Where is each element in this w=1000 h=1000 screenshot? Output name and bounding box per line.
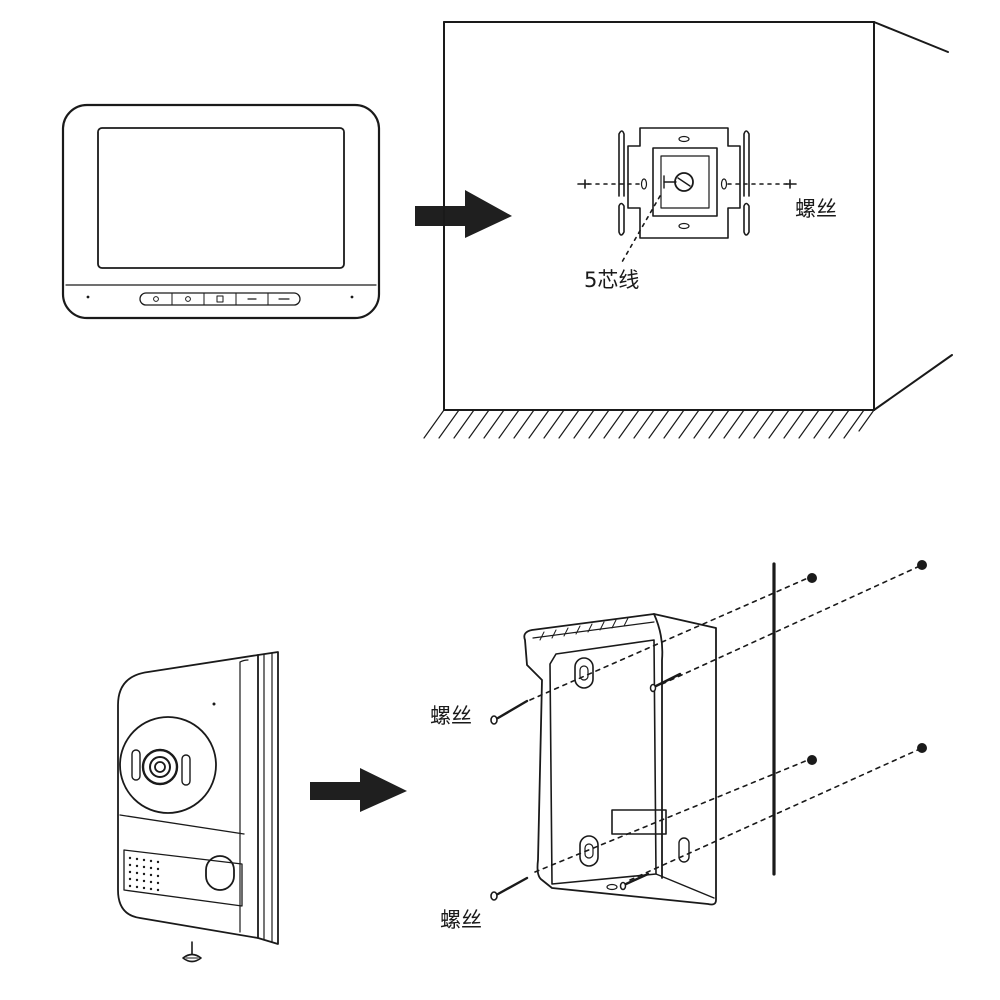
label-screw-top: 螺丝 bbox=[795, 197, 837, 221]
screw-icon bbox=[649, 672, 682, 693]
ir-light-left bbox=[131, 749, 141, 781]
mic-hole bbox=[212, 702, 216, 706]
screw-icon bbox=[182, 941, 202, 963]
monitor-button-bar bbox=[139, 292, 301, 306]
camera-bezel bbox=[119, 716, 217, 814]
unlock-button-icon bbox=[153, 296, 159, 302]
screw-icon bbox=[577, 179, 590, 189]
mount-slot-top bbox=[574, 657, 594, 689]
floor-hatching bbox=[423, 409, 875, 439]
speaker-panel bbox=[123, 849, 243, 907]
screw-guides-bottom bbox=[529, 564, 923, 881]
label-screw-bottom: 螺丝 bbox=[440, 908, 482, 932]
ir-light-right bbox=[181, 754, 191, 786]
label-wire: 5芯线 bbox=[584, 268, 640, 292]
wire-window bbox=[611, 809, 667, 835]
talk-button-icon bbox=[185, 296, 191, 302]
indoor-monitor bbox=[61, 103, 381, 320]
arrow-right-icon bbox=[310, 768, 407, 812]
label-screw-left: 螺丝 bbox=[430, 704, 472, 728]
speaker-grille bbox=[128, 856, 160, 892]
monitor-led-right bbox=[350, 295, 354, 299]
wall-holes bbox=[807, 560, 927, 765]
mount-slot-bottom bbox=[579, 835, 599, 867]
screw-guides-top bbox=[587, 183, 791, 263]
camera-lens bbox=[141, 748, 179, 786]
mounting-bracket bbox=[618, 127, 750, 239]
monitor-led-left bbox=[86, 295, 90, 299]
screw-icon bbox=[619, 872, 650, 891]
monitor-button-icon bbox=[216, 295, 224, 303]
screw-icon bbox=[490, 876, 529, 901]
outdoor-station bbox=[117, 651, 279, 945]
call-button bbox=[205, 855, 235, 891]
wall-room bbox=[443, 21, 953, 411]
screw-icon bbox=[490, 699, 529, 725]
screw-icon bbox=[785, 179, 797, 189]
arrow-right-icon bbox=[415, 190, 512, 238]
rain-cover bbox=[523, 613, 717, 906]
